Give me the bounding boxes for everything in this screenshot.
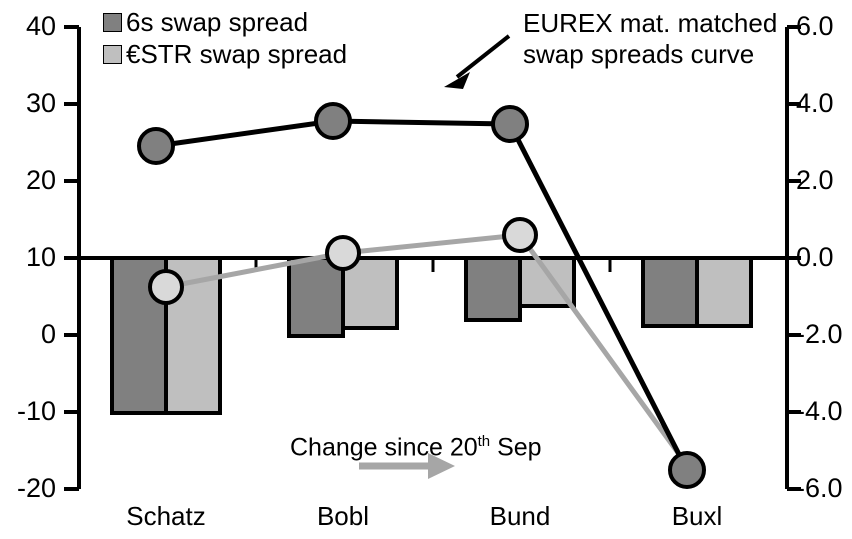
bar-6s-buxl	[641, 256, 699, 328]
left-tick-0: 0	[40, 319, 56, 349]
legend-swatch-6s-icon	[103, 12, 122, 32]
bar-6s-bund	[464, 256, 522, 322]
left-tick-10: 10	[25, 242, 56, 272]
left-tick-20: 20	[25, 165, 56, 195]
right-tick-6: 6.0	[796, 11, 834, 41]
category-label-schatz: Schatz	[126, 501, 206, 531]
callout-arrow-icon	[444, 34, 511, 89]
curve-callout-line1: EUREX mat. matched	[523, 8, 778, 38]
right-axis-ticks	[787, 25, 801, 491]
legend-label-6s: 6s swap spread	[126, 7, 309, 37]
left-tick-neg10: -10	[16, 396, 56, 426]
change-note: Change since 20th Sep	[290, 428, 542, 461]
legend: 6s swap spread €STR swap spread	[103, 8, 347, 68]
category-label-bund: Bund	[489, 501, 551, 531]
change-note-suffix: Sep	[490, 433, 542, 462]
right-tick-neg2: -2.0	[796, 319, 843, 349]
bar-estr-buxl	[695, 256, 753, 328]
change-note-sup: th	[477, 433, 491, 450]
eurex-curve-line	[155, 118, 690, 472]
change-arrow-icon	[359, 453, 455, 479]
bar-6s-schatz	[110, 256, 168, 415]
estr-curve-markers	[148, 217, 538, 305]
curve-callout-line2: swap spreads curve	[523, 39, 755, 69]
right-tick-0: 0.0	[796, 242, 834, 272]
category-label-bobl: Bobl	[316, 501, 370, 531]
bar-estr-bobl	[341, 256, 399, 330]
legend-item-estr: €STR swap spread	[103, 40, 347, 68]
eurex-curve-markers	[137, 102, 706, 489]
right-tick-neg4: -4.0	[796, 396, 843, 426]
curve-callout: EUREX mat. matched swap spreads curve	[523, 8, 777, 70]
left-tick-30: 30	[25, 88, 56, 118]
left-axis-ticks	[64, 25, 79, 491]
right-tick-neg6: -6.0	[796, 473, 843, 503]
bar-6s-bobl	[287, 256, 345, 338]
right-tick-2: 2.0	[796, 165, 834, 195]
left-tick-neg20: -20	[16, 473, 56, 503]
legend-item-6s: 6s swap spread	[103, 8, 347, 36]
right-tick-4: 4.0	[796, 88, 834, 118]
legend-swatch-estr-icon	[103, 44, 122, 64]
change-note-text: Change since 20	[290, 433, 478, 462]
estr-curve-line	[165, 232, 700, 481]
left-tick-40: 40	[25, 11, 56, 41]
legend-label-estr: €STR swap spread	[126, 39, 348, 69]
category-label-buxl: Buxl	[671, 501, 723, 531]
